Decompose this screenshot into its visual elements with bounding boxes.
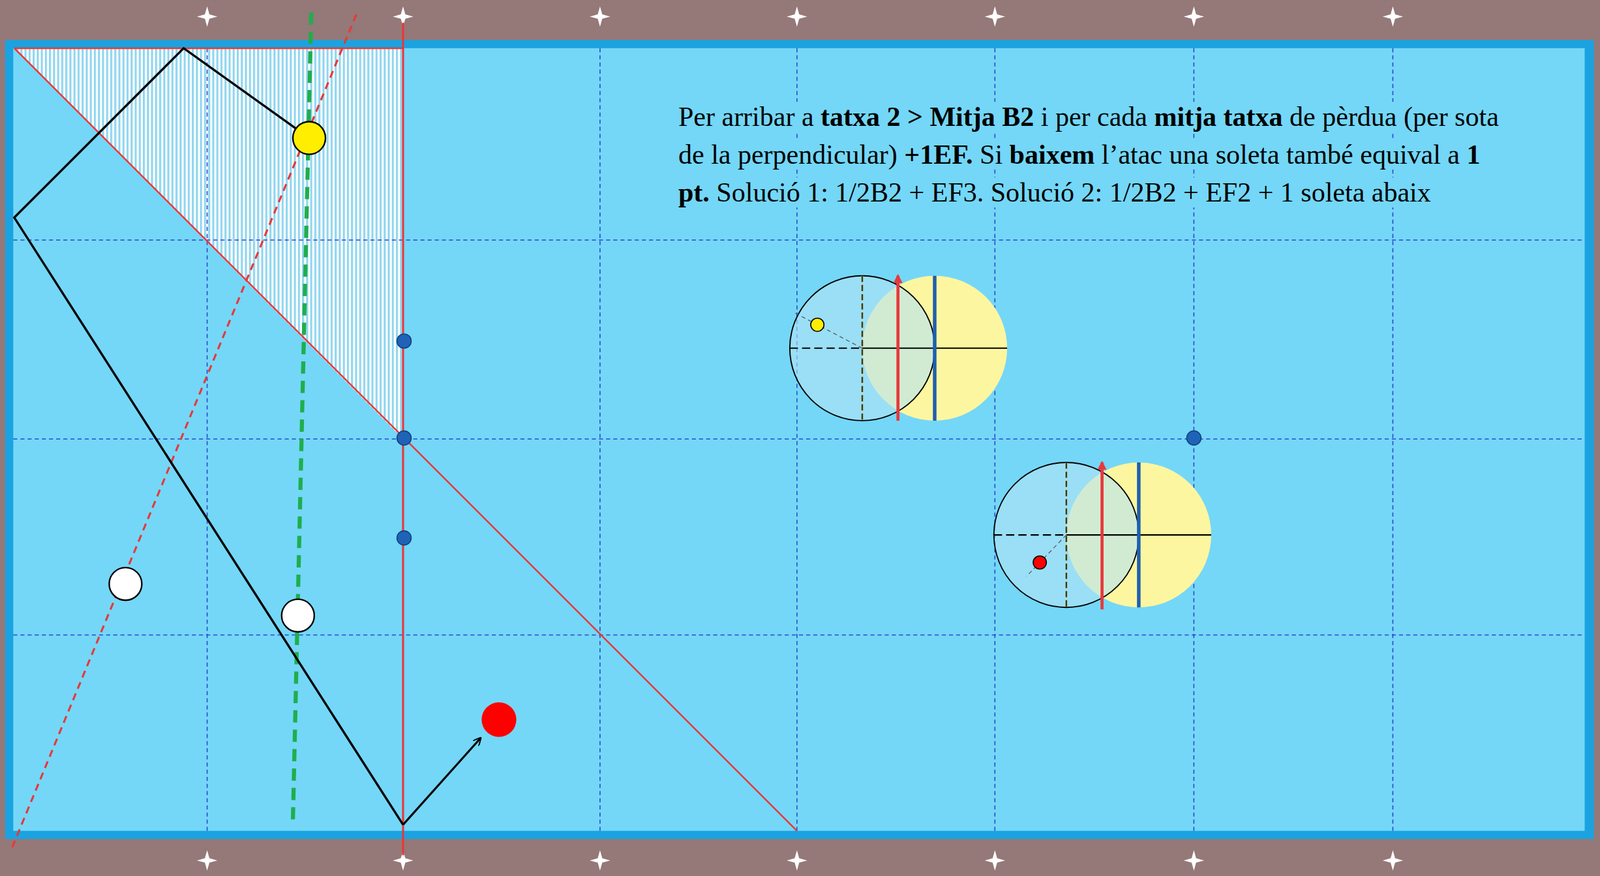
grid-line — [13, 239, 1585, 241]
diamond-marker — [1382, 6, 1404, 27]
direction-arrow — [403, 737, 481, 825]
diamond-marker — [1382, 850, 1404, 871]
aim-arrow — [1100, 462, 1104, 610]
text-run: Per arribar a — [678, 101, 821, 132]
red-dashed-line — [12, 12, 358, 848]
cloth — [13, 48, 1585, 831]
red-ball — [481, 702, 516, 738]
aim-arrow — [896, 275, 900, 421]
reference-dot — [397, 530, 412, 546]
cushion — [5, 39, 1595, 839]
spin-guide — [795, 313, 863, 349]
explanation-note: Per arribar a tatxa 2 > Mitja B2 i per c… — [678, 97, 1510, 212]
axis-line — [789, 347, 863, 349]
diamond-marker — [786, 850, 807, 871]
diamond-marker — [1183, 850, 1205, 871]
bold-text-run: mitja tatxa — [1153, 101, 1283, 132]
text-run: l’atac una soleta també equival a — [1094, 139, 1467, 170]
diamond-marker — [196, 850, 218, 871]
yellow-ball — [292, 121, 326, 155]
bold-text-run: tatxa 2 > Mitja B2 — [820, 101, 1034, 132]
grid-line — [13, 634, 1585, 636]
ball-path — [14, 48, 404, 826]
diamond-marker — [196, 6, 218, 27]
white-ball — [108, 567, 142, 601]
object-center-line — [1136, 462, 1141, 608]
text-run: Solució 1: 1/2B2 + EF3. Solució 2: 1/2B2… — [709, 177, 1432, 208]
white-ball — [281, 599, 315, 633]
red-top-edge — [14, 47, 404, 50]
contact-diagram — [789, 275, 1008, 421]
diamond-marker — [786, 6, 807, 27]
contact-diagram — [994, 462, 1212, 610]
reference-dot — [1186, 431, 1201, 446]
bold-text-run: baixem — [1009, 139, 1096, 170]
diamond-marker — [1183, 6, 1205, 27]
grid-line — [13, 438, 1585, 440]
bold-text-run: +1EF. — [904, 139, 973, 170]
spin-point — [1033, 555, 1047, 569]
text-run: Si — [973, 139, 1010, 170]
text-run: i per cada — [1033, 101, 1154, 132]
object-center-line — [932, 275, 936, 421]
diamond-marker — [589, 6, 610, 27]
diamond-marker — [984, 850, 1006, 871]
reference-dot — [397, 431, 412, 446]
reference-dot — [397, 333, 412, 349]
diamond-marker — [984, 6, 1006, 27]
diamond-marker — [589, 850, 610, 871]
axis-line — [994, 534, 1067, 536]
spin-guide — [1026, 534, 1067, 576]
spin-point — [810, 318, 824, 332]
